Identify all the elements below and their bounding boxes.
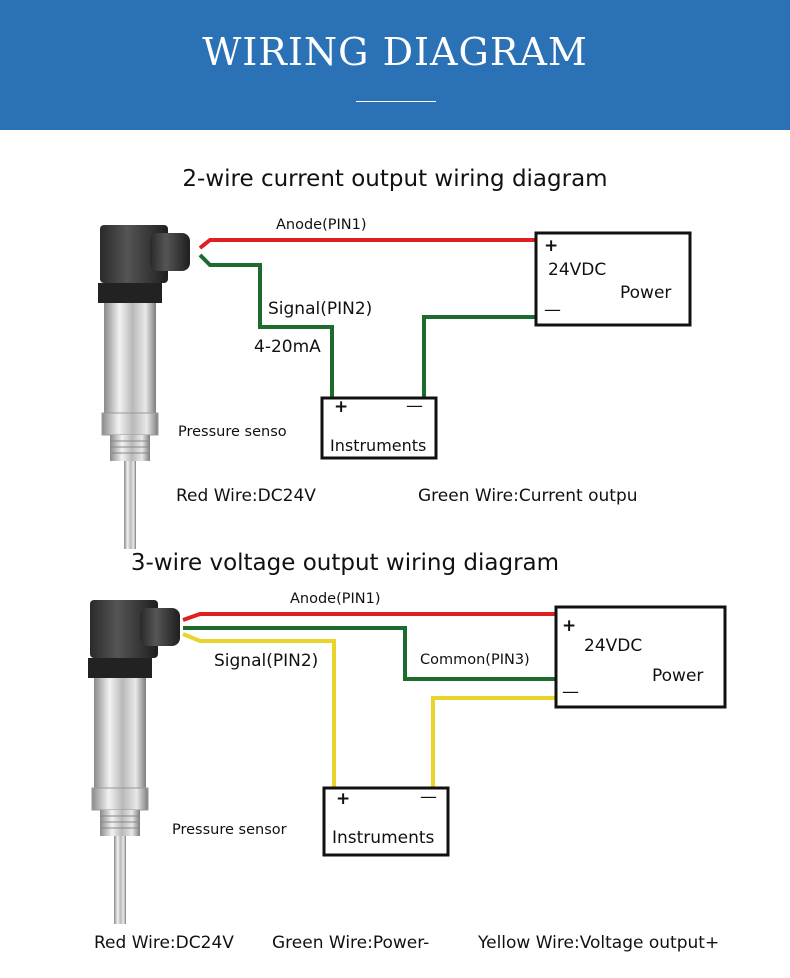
header-banner: WIRING DIAGRAM bbox=[0, 0, 790, 130]
page-title: WIRING DIAGRAM bbox=[202, 30, 588, 74]
power-plus-2: + bbox=[562, 616, 577, 636]
power-box-2 bbox=[554, 605, 727, 709]
instruments-label-2: Instruments bbox=[332, 828, 435, 848]
signal-label-2: Signal(PIN2) bbox=[214, 651, 319, 671]
instruments-minus-2: — bbox=[420, 787, 437, 807]
title-underline bbox=[356, 101, 436, 102]
yellow-wire-return-2 bbox=[431, 696, 556, 788]
current-label-1: 4-20mA bbox=[254, 337, 321, 357]
instruments-plus-2: + bbox=[336, 789, 351, 809]
power-label-1: Power bbox=[620, 283, 672, 303]
signal-label-1: Signal(PIN2) bbox=[268, 299, 373, 319]
legend-red-2: Red Wire:DC24V bbox=[94, 933, 234, 953]
power-voltage-2: 24VDC bbox=[584, 636, 643, 656]
pressure-sensor-image-2 bbox=[87, 599, 181, 925]
anode-label-1: Anode(PIN1) bbox=[276, 217, 367, 233]
yellow-wire-signal-2 bbox=[182, 632, 336, 788]
power-minus-2: — bbox=[562, 682, 579, 702]
sensor-label-1: Pressure senso bbox=[178, 424, 287, 440]
diagram2-title: 3-wire voltage output wiring diagram bbox=[130, 550, 560, 576]
sensor-label-2: Pressure sensor bbox=[172, 822, 287, 838]
power-box-1 bbox=[534, 231, 692, 327]
power-minus-1: — bbox=[544, 300, 561, 320]
legend-yellow-2: Yellow Wire:Voltage output+ bbox=[478, 933, 720, 953]
power-label-2: Power bbox=[652, 666, 704, 686]
instruments-label-1: Instruments bbox=[330, 436, 427, 455]
instruments-minus-1: — bbox=[406, 396, 423, 416]
legend-green-1: Green Wire:Current outpu bbox=[418, 486, 638, 506]
diagram1-title: 2-wire current output wiring diagram bbox=[182, 166, 608, 192]
power-voltage-1: 24VDC bbox=[548, 260, 607, 280]
anode-label-2: Anode(PIN1) bbox=[290, 591, 381, 607]
green-wire-2 bbox=[183, 626, 556, 681]
instruments-plus-1: + bbox=[334, 397, 349, 417]
power-plus-1: + bbox=[544, 236, 559, 256]
instruments-box-2 bbox=[322, 786, 450, 857]
legend-red-1: Red Wire:DC24V bbox=[176, 486, 316, 506]
common-label-2: Common(PIN3) bbox=[420, 652, 530, 668]
instruments-box-1 bbox=[320, 396, 438, 460]
red-wire-2 bbox=[182, 612, 556, 622]
green-wire-return-1 bbox=[422, 315, 536, 398]
legend-green-2: Green Wire:Power- bbox=[272, 933, 430, 953]
red-wire-1 bbox=[198, 238, 536, 250]
green-wire-signal-1 bbox=[198, 253, 334, 398]
